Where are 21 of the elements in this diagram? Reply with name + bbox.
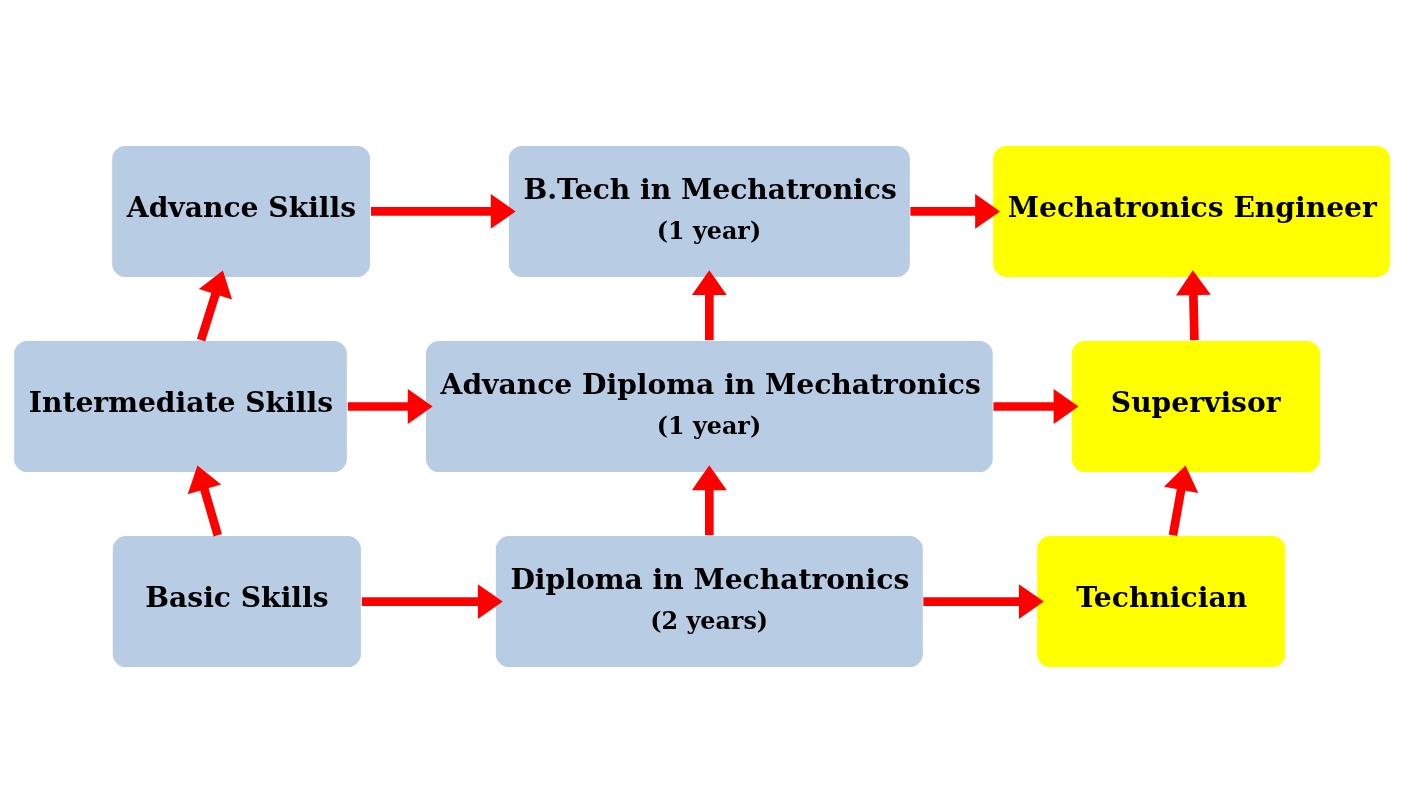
node-box: Advance Skills [111, 144, 372, 278]
node-box: Mechatronics Engineer [992, 144, 1391, 278]
node-box: Supervisor [1070, 339, 1322, 473]
arrow [691, 464, 727, 535]
node-box: B.Tech in Mechatronics (1 year) [507, 144, 911, 278]
arrow [371, 193, 516, 229]
arrow [910, 193, 1001, 229]
arrow [187, 465, 222, 536]
node-box: Advance Diploma in Mechatronics (1 year) [424, 339, 994, 473]
arrow [361, 583, 503, 619]
arrow [1175, 269, 1211, 340]
node-box: Intermediate Skills [13, 339, 348, 473]
arrow [993, 388, 1079, 424]
arrow [347, 388, 433, 424]
node-box: Basic Skills [111, 534, 362, 668]
arrow [196, 270, 233, 341]
arrow [923, 583, 1044, 619]
arrow [1163, 464, 1199, 536]
arrow [691, 269, 727, 340]
node-box: Technician [1036, 534, 1287, 668]
node-box: Diploma in Mechatronics (2 years) [494, 534, 924, 668]
